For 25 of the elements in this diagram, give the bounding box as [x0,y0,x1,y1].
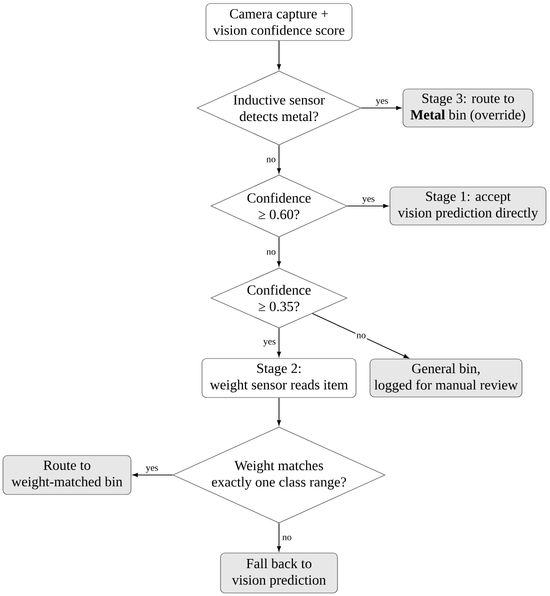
edge-label: yes [374,98,390,107]
edge-label: yes [144,465,160,474]
edge-label: no [265,249,277,256]
arrow [132,472,174,478]
outcome-box: Stage 3: route to Metal bin (override) [402,88,534,128]
arrow [276,236,282,266]
edge-label: no [265,156,277,164]
arrow [312,313,409,358]
arrow [346,204,388,208]
process-box: Stage 2: weight sensor reads item [202,358,356,398]
arrow [360,106,402,110]
edge-label: yes [361,196,376,205]
arrow [276,144,282,174]
outcome-box: Stage 1: accept vision prediction directly [390,186,546,226]
edge-label: no [281,534,293,542]
arrow [276,40,282,70]
outcome-box: Fall back to vision prediction [220,552,338,594]
outcome-box: Route to weight-matched bin [2,455,132,495]
outcome-box: General bin, logged for manual review [370,358,522,398]
edge-label: no [355,332,367,340]
arrow [276,328,282,357]
arrow [276,522,282,552]
arrow [276,397,282,426]
process-box: Camera capture + vision confidence score [206,3,352,41]
edge-label: yes [262,339,277,348]
